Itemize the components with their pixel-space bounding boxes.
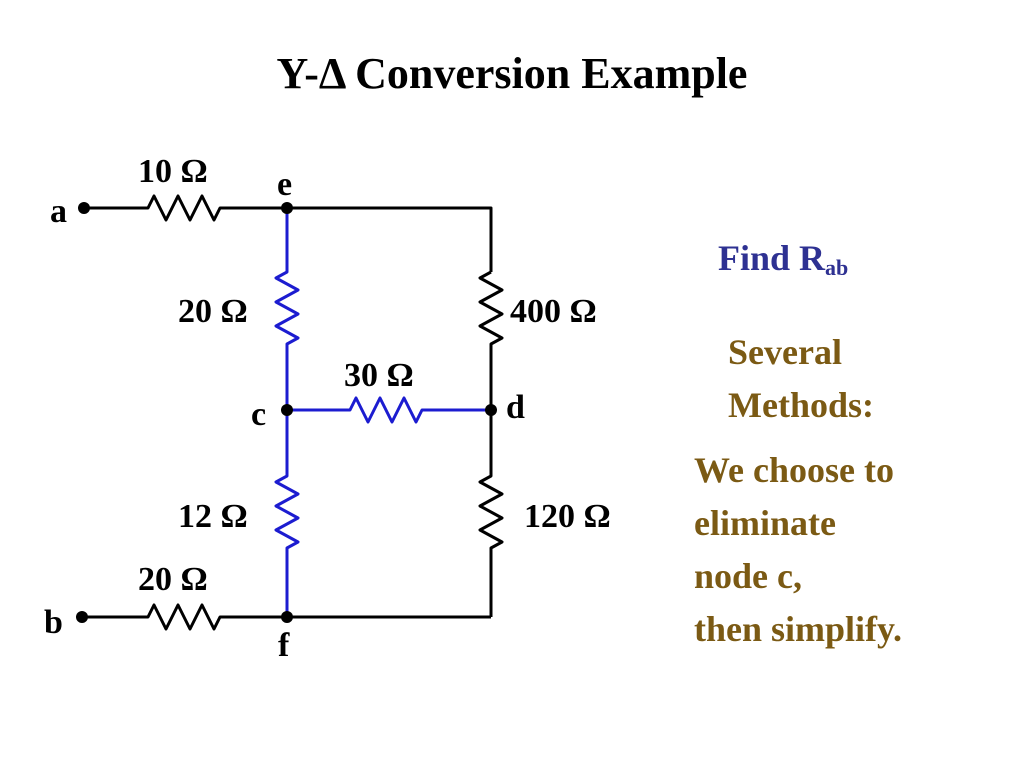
label-10-ohm: 10 Ω (138, 153, 208, 190)
node-label-f: f (278, 627, 290, 664)
wire-b-f (82, 603, 287, 631)
node-c-dot (281, 404, 293, 416)
choose-line: then simplify. (694, 609, 903, 649)
choose-line: node c, (694, 556, 802, 596)
node-label-e: e (277, 166, 292, 203)
find-subscript: ab (825, 255, 849, 280)
wire-e-top-right (287, 206, 493, 272)
label-120-ohm: 120 Ω (524, 498, 611, 535)
several-methods-text: Several Methods: (728, 326, 874, 432)
page-title: Y-Δ Conversion Example (276, 49, 748, 98)
find-prefix: Find R (718, 238, 826, 278)
choose-note-text: We choose to eliminate node c, then simp… (694, 444, 902, 656)
node-e-dot (281, 202, 293, 214)
node-f-dot (281, 611, 293, 623)
choose-line: We choose to (694, 450, 894, 490)
label-400-ohm: 400 Ω (510, 293, 597, 330)
several-line: Several (728, 332, 842, 372)
resistor-120-zigzag (478, 410, 504, 617)
node-label-d: d (506, 389, 525, 426)
label-20-ohm-ec: 20 Ω (178, 293, 248, 330)
node-d-dot (485, 404, 497, 416)
node-a-dot (78, 202, 90, 214)
node-label-b: b (44, 604, 63, 641)
label-12-ohm: 12 Ω (178, 498, 248, 535)
resistor-12-cf-zigzag (274, 410, 300, 617)
find-rab-text: Find Rab (718, 232, 848, 294)
label-30-ohm: 30 Ω (344, 357, 414, 394)
node-b-dot (76, 611, 88, 623)
node-label-c: c (251, 396, 266, 433)
resistor-400-zigzag (478, 270, 504, 410)
choose-line: eliminate (694, 503, 836, 543)
resistor-20-ec-zigzag (274, 208, 300, 410)
resistor-30-cd-zigzag (287, 396, 491, 424)
wire-a-e (84, 194, 287, 222)
several-line: Methods: (728, 385, 874, 425)
label-20-ohm-bf: 20 Ω (138, 561, 208, 598)
node-label-a: a (50, 193, 67, 230)
